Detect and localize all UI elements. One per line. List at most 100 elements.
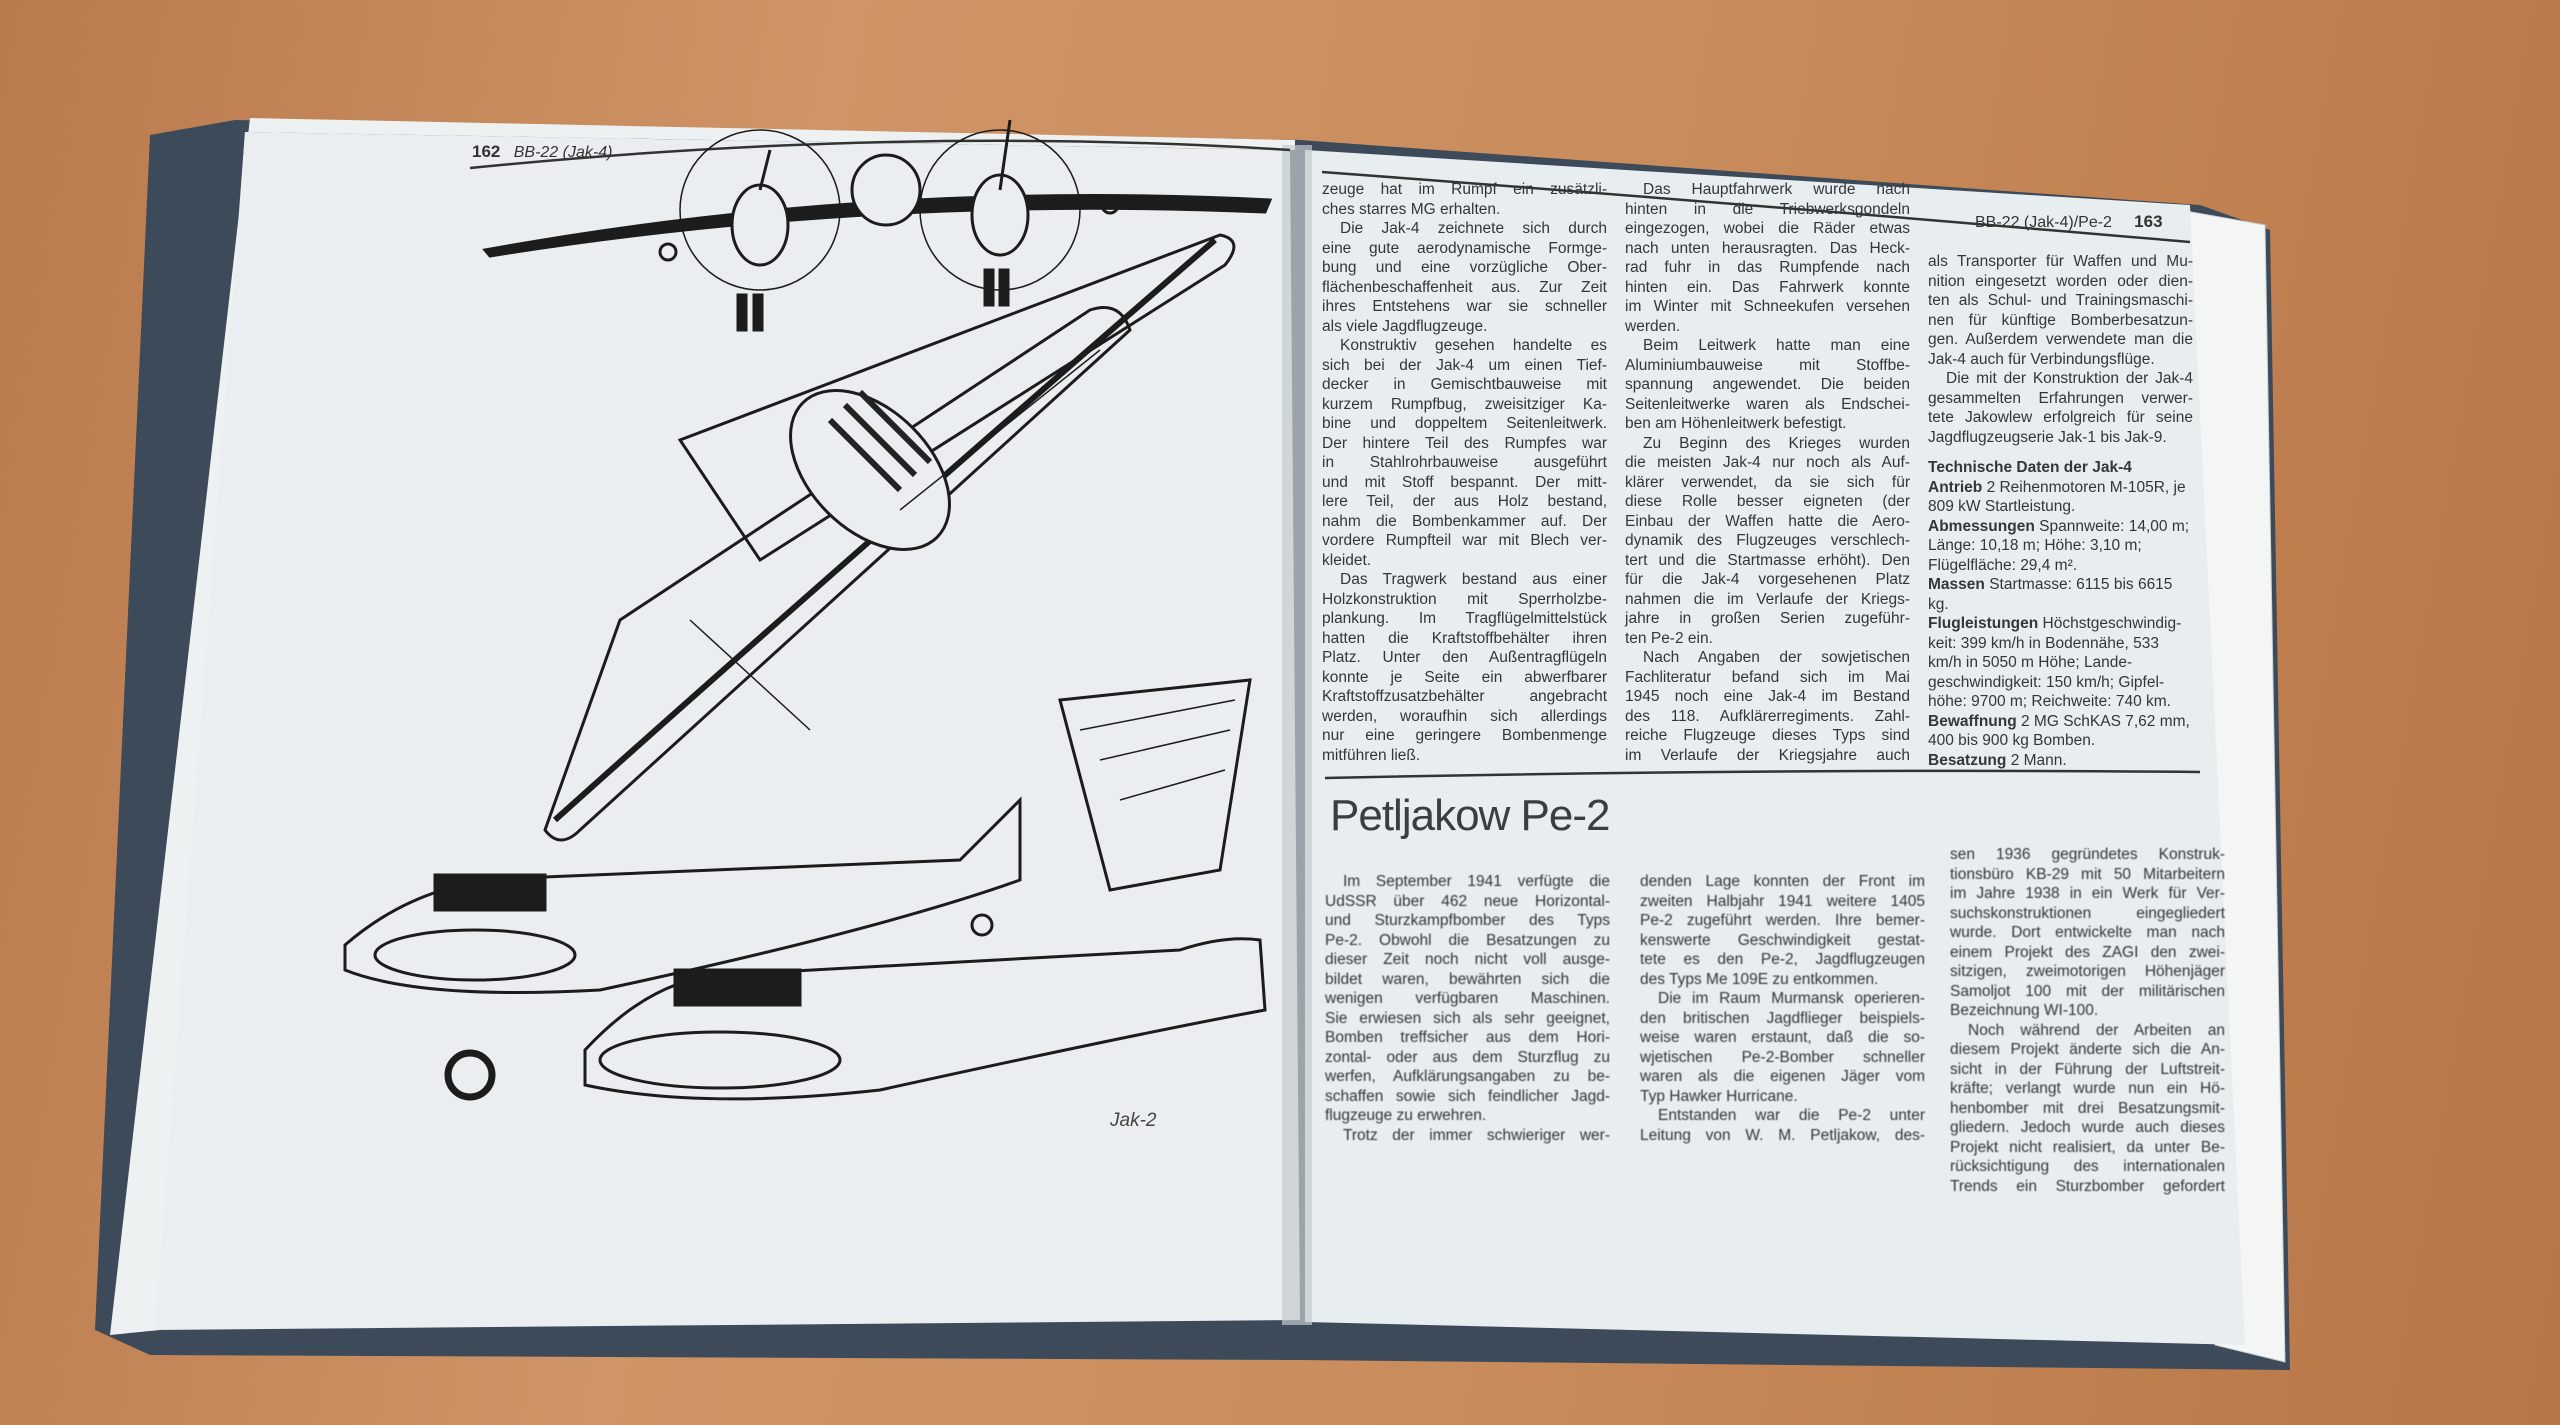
text-line: wenigen verfügbaren Maschinen. xyxy=(1325,990,1610,1007)
text-line: Das Tragwerk bestand aus einer xyxy=(1340,571,1607,588)
text-line: Pe-2 zugeführt werden. Ihre bemer- xyxy=(1640,912,1925,929)
text-line: Trends ein Sturzbomber gefordert xyxy=(1950,1177,2225,1195)
text-line: werden, woraufhin sich allerdings xyxy=(1322,707,1607,725)
text-line: sicht in der Führung der Luftstreit- xyxy=(1950,1060,2225,1078)
text-line: Jak-4 auch für Verbindungsflüge. xyxy=(1928,350,2155,368)
text-line: flugzeuge zu erwehren. xyxy=(1325,1107,1487,1124)
text-line: kräfte; verlangt wurde nun ein Hö- xyxy=(1950,1080,2225,1097)
text-line: dynamik des Flugzeuges verschlech- xyxy=(1625,532,1910,549)
spec-label: Bewaffnung xyxy=(1928,712,2017,730)
text-column-top-1: zeuge hat im Rumpf ein zusätzli-ches sta… xyxy=(1322,180,1607,765)
text-line: sich bei der Jak-4 um einen Tief- xyxy=(1322,356,1607,374)
text-line: konnte je Seite ein abwerfbarer xyxy=(1322,668,1607,686)
text-line: Leitung von W. M. Petljakow, des- xyxy=(1640,1126,1925,1144)
left-header-rule xyxy=(469,139,1291,170)
text-line: henbomber mit drei Besatzungsmit- xyxy=(1950,1099,2225,1117)
text-line: als viele Jagdflugzeuge. xyxy=(1322,317,1488,335)
figure-caption: Jak-2 xyxy=(1110,1110,1157,1131)
text-line: nahmen die im Verlaufe der Kriegs- xyxy=(1625,590,1910,608)
text-line: jahre in großen Serien zugeführ- xyxy=(1625,610,1910,627)
text-line: eingezogen, wobei die Räder etwas xyxy=(1625,220,1910,237)
text-line: Bomben treffsicher aus dem Hori- xyxy=(1325,1029,1610,1046)
text-line: des 118. Aufklärerregiments. Zahl- xyxy=(1625,707,1910,725)
spec-item: Bewaffnung 2 MG SchKAS 7,62 mm, 400 bis … xyxy=(1928,712,2193,751)
text-line: lere Teil, der aus Holz bestand, xyxy=(1322,493,1607,510)
text-line: die meisten Jak-4 nur noch als Auf- xyxy=(1625,454,1910,471)
text-line: waren als die eigenen Jäger vom xyxy=(1640,1068,1925,1085)
text-line: nition eingesetzt worden oder dien- xyxy=(1928,272,2193,290)
text-line: rad fuhr in das Rumpfende nach xyxy=(1625,259,1910,276)
text-line: diesem Projekt änderte sich die An- xyxy=(1950,1041,2225,1058)
text-line: Das Hauptfahrwerk wurde nach xyxy=(1643,181,1910,198)
text-line: gen. Außerdem verwendete man die xyxy=(1928,331,2193,348)
spec-value: Höchstgeschwindig-keit: 399 km/h in Bode… xyxy=(1928,615,2182,710)
left-page-number: 162 xyxy=(472,142,501,161)
text-line: Platz. Unter den Außentragflügeln xyxy=(1322,649,1607,666)
front-view-drawing xyxy=(482,119,1273,332)
spec-item: Massen Startmasse: 6115 bis 6615 kg. xyxy=(1928,575,2193,614)
spec-label: Antrieb xyxy=(1928,478,1983,496)
text-line: einem Projekt des ZAGI den zwei- xyxy=(1950,943,2225,961)
text-line: vordere Rumpfteil war mit Blech ver- xyxy=(1322,532,1607,549)
text-line: und mit Stoff bespannt. Der mitt- xyxy=(1322,473,1607,491)
text-line: Entstanden war die Pe-2 unter xyxy=(1658,1107,1925,1124)
text-line: für die Jak-4 vorgesehenen Platz xyxy=(1625,571,1910,588)
text-line: kenswerte Geschwindigkeit gestat- xyxy=(1640,931,1925,949)
spec-item: Besatzung 2 Mann. xyxy=(1928,751,2193,771)
text-line: Holzkonstruktion mit Sperrholzbe- xyxy=(1322,590,1607,608)
text-line: sitzigen, zweimotorigen Höhenjäger xyxy=(1950,963,2225,980)
text-line: tert und die Startmasse erhöht). Den xyxy=(1625,551,1910,569)
text-line: Beim Leitwerk hatte man eine xyxy=(1643,337,1910,354)
text-line: Die Jak-4 zeichnete sich durch xyxy=(1340,220,1607,237)
text-line: tete es den Pe-2, Jagdflugzeugen xyxy=(1640,951,1925,968)
text-line: eine gute aerodynamische Formge- xyxy=(1322,239,1607,257)
text-line: UdSSR über 462 neue Horizontal- xyxy=(1325,892,1610,910)
text-line: Der hintere Teil des Rumpfes war xyxy=(1322,434,1607,452)
technical-specs: Technische Daten der Jak-4 Antrieb 2 Rei… xyxy=(1928,458,2193,770)
text-line: im Winter mit Schneekufen versehen xyxy=(1625,298,1910,315)
text-line: nur eine geringere Bombenmenge xyxy=(1322,727,1607,744)
text-line: Trotz der immer schwieriger wer- xyxy=(1343,1126,1610,1144)
left-running-head: 162 BB-22 (Jak-4) xyxy=(472,142,612,162)
text-line: nen für künftige Bomberbesatzun- xyxy=(1928,311,2193,329)
text-line: Typ Hawker Hurricane. xyxy=(1640,1087,1798,1105)
right-page-number: 163 xyxy=(2134,212,2163,231)
text-line: Samoljot 100 mit der militärischen xyxy=(1950,982,2225,1000)
text-line: plankung. Im Tragflügelmittelstück xyxy=(1322,610,1607,627)
text-line: suchskonstruktionen eingegliedert xyxy=(1950,904,2225,922)
text-column-top-3: als Transporter für Waffen und Mu-nition… xyxy=(1928,252,2193,447)
text-line: sen 1936 gegründetes Konstruk- xyxy=(1950,846,2225,863)
spec-label: Massen xyxy=(1928,576,1985,593)
spec-item: Abmessungen Spannweite: 14,00 m; Länge: … xyxy=(1928,517,2193,576)
text-line: zontal- oder aus dem Sturzflug zu xyxy=(1325,1048,1610,1066)
spec-item: Flugleistungen Höchstgeschwindig-keit: 3… xyxy=(1928,614,2193,712)
spec-value: 2 Reihenmotoren M-105R, je 809 kW Startl… xyxy=(1928,478,2186,516)
text-line: bine und doppeltem Seitenleitwerk. xyxy=(1322,415,1607,432)
right-header-rule xyxy=(1321,170,2191,244)
text-line: rücksichtigung des internationalen xyxy=(1950,1158,2225,1175)
text-line: weise waren erstaunt, daß die so- xyxy=(1640,1029,1925,1046)
spec-value: 2 MG SchKAS 7,62 mm, 400 bis 900 kg Bomb… xyxy=(1928,712,2190,750)
text-column-bottom-3: sen 1936 gegründetes Konstruk-tionsbüro … xyxy=(1950,845,2225,1196)
side-view-drawing-jak2 xyxy=(444,937,1267,1101)
text-line: werfen, Aufklärungsangaben zu be- xyxy=(1325,1068,1610,1085)
text-line: diese Rolle besser eigneten (der xyxy=(1625,493,1910,510)
text-line: Im September 1941 verfügte die xyxy=(1343,873,1610,890)
spec-item: Antrieb 2 Reihenmotoren M-105R, je 809 k… xyxy=(1928,478,2193,517)
text-line: Sie erwiesen sich als sehr geeignet, xyxy=(1325,1009,1610,1027)
spec-label: Flugleistungen xyxy=(1928,615,2039,632)
text-line: Projekt nicht realisiert, da unter Be- xyxy=(1950,1138,2225,1156)
text-line: kurzem Rumpfbug, zweisitziger Ka- xyxy=(1322,395,1607,413)
text-line: bung und eine vorzügliche Ober- xyxy=(1322,259,1607,276)
text-line: hatten die Kraftstoffbehälter ihren xyxy=(1322,629,1607,647)
text-line: werden. xyxy=(1625,317,1681,335)
text-line: spannung angewendet. Die beiden xyxy=(1625,376,1910,393)
text-line: im Jahre 1938 in ein Werk für Ver- xyxy=(1950,885,2225,902)
text-line: ten als Schul- und Trainingsmaschi- xyxy=(1928,292,2193,309)
text-line: denden Lage konnten der Front im xyxy=(1640,873,1925,890)
text-line: tete Jakowlew erfolgreich für seine xyxy=(1928,409,2193,426)
text-line: nahm die Bombenkammer auf. Der xyxy=(1322,512,1607,530)
text-line: bildet waren, bewährten sich die xyxy=(1325,970,1610,988)
